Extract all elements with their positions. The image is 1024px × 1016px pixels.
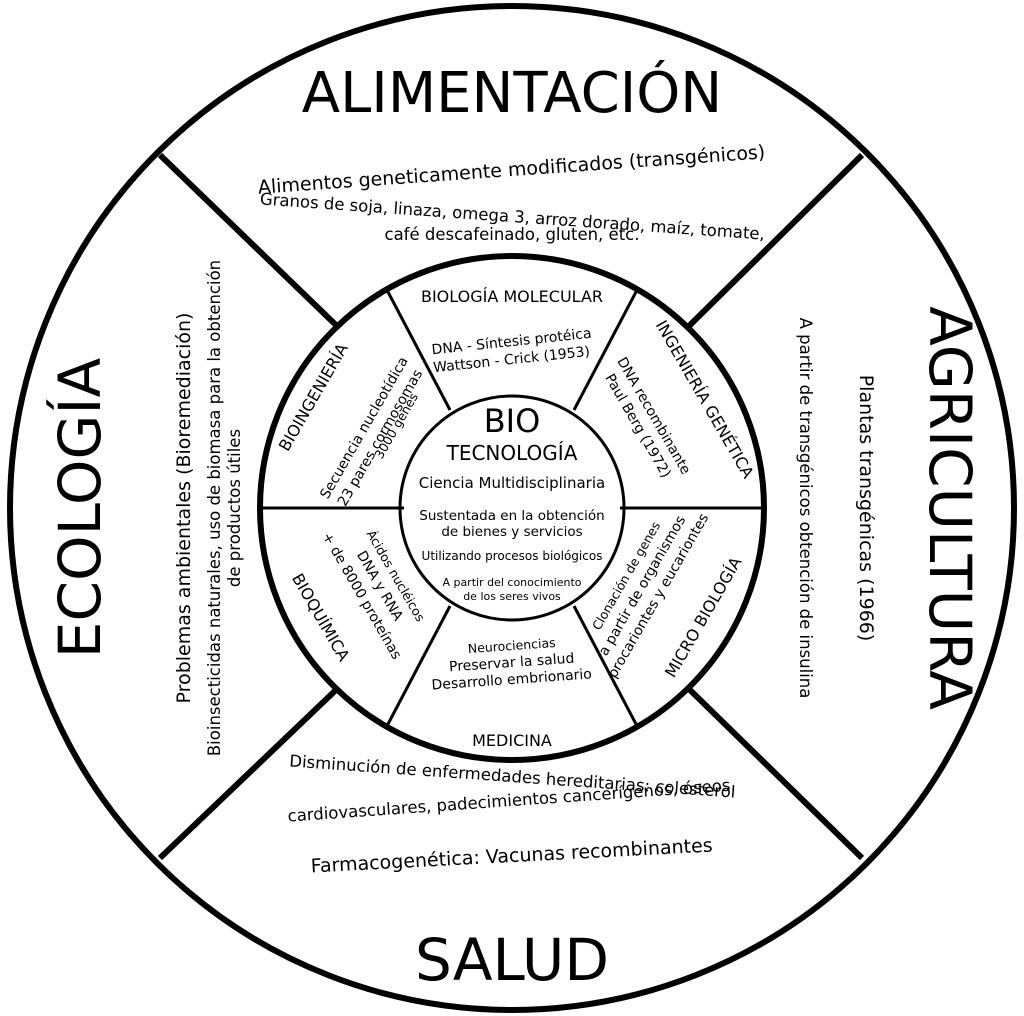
hub-line1: Ciencia Multidisciplinaria: [419, 474, 605, 492]
hub-line4b: de los seres vivos: [463, 590, 561, 603]
alimentacion-line3: café descafeinado, gluten, etc.: [385, 225, 640, 244]
hub-line3: Utilizando procesos biológicos: [422, 549, 603, 563]
hub-subtitle: TECNOLOGÍA: [446, 441, 578, 465]
divider-nw: [157, 152, 341, 330]
inner-divider-top-left: [385, 289, 452, 411]
alimentacion-line1: Alimentos geneticamente modificados (tra…: [257, 141, 766, 198]
divider-se: [685, 685, 865, 861]
bioquimica-label: BIOQUÍMICA: [288, 570, 353, 664]
hub-title: BIO: [484, 402, 541, 440]
salud-line3: Farmacogenética: Vacunas recombinantes: [310, 834, 713, 877]
ecologia-title: ECOLOGÍA: [45, 357, 114, 658]
ecologia-line2: Bioinsecticidas naturales, uso de biomas…: [205, 260, 224, 756]
salud-title: SALUD: [415, 926, 609, 994]
hub-circle: [398, 394, 626, 622]
medicina-label: MEDICINA: [472, 731, 552, 750]
hub-line2a: Sustentada en la obtención: [419, 508, 604, 524]
alimentacion-title: ALIMENTACIÓN: [302, 61, 722, 126]
hub-line4a: A partir del conocimiento: [442, 576, 581, 589]
medicina-line1: Neurociencias: [467, 635, 556, 656]
agricultura-title: AGRICULTURA: [916, 306, 984, 710]
inner-divider-bottom-left: [385, 605, 452, 727]
hub-line2b: de bienes y servicios: [441, 524, 582, 540]
outer-circle: [7, 3, 1017, 1013]
divider-ne: [685, 152, 865, 330]
divider-sw: [157, 685, 341, 861]
ecologia-line3: de productos útiles: [225, 429, 244, 587]
agricultura-line1: Plantas transgénicas (1966): [855, 375, 877, 642]
agricultura-line2: A partir de transgénicos obtención de in…: [796, 318, 815, 699]
ecologia-line1: Problemas ambientales (Bioremediación): [173, 313, 195, 704]
inner-divider-bottom-right: [572, 605, 639, 727]
biologia-molecular-label: BIOLOGÍA MOLECULAR: [421, 287, 603, 306]
inner-divider-top-right: [572, 289, 639, 411]
